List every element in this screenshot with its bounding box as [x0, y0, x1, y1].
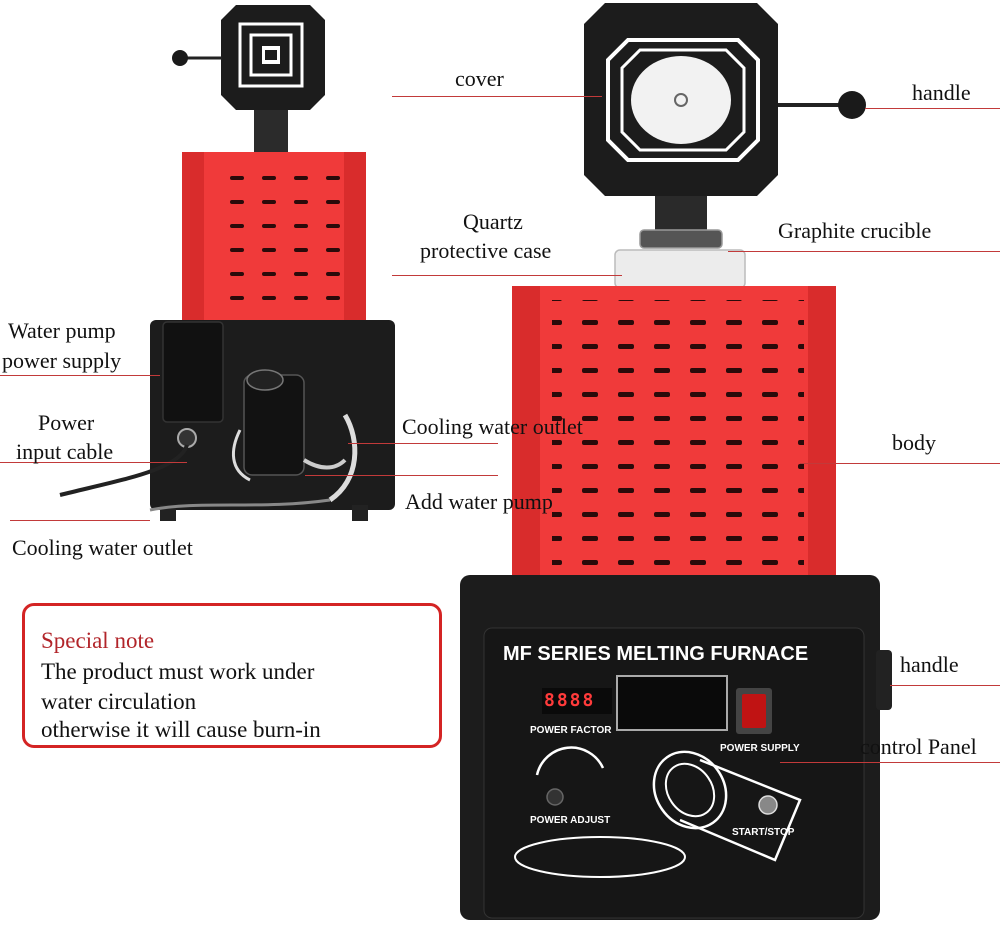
label-add-pump: Add water pump	[405, 489, 553, 514]
power-adjust-label: POWER ADJUST	[530, 815, 611, 826]
rear-neck	[254, 110, 288, 152]
leader-pump-power	[0, 375, 160, 376]
leader-power-input	[0, 462, 187, 463]
panel-ring	[514, 836, 686, 878]
leader-cover	[392, 96, 602, 97]
label-cover: cover	[455, 66, 504, 91]
leader-cooling-right	[348, 443, 498, 444]
label-handle-side: handle	[900, 652, 959, 677]
crucible-neck	[639, 196, 723, 249]
front-handle	[778, 91, 866, 119]
label-pump-power-1: Water pump	[8, 318, 116, 343]
rear-furnace	[59, 5, 395, 521]
power-connector	[177, 428, 197, 448]
leader-quartz	[392, 275, 622, 276]
label-quartz-1: Quartz	[463, 209, 523, 234]
power-factor-label: POWER FACTOR	[530, 725, 612, 736]
leader-control-panel	[780, 762, 1000, 763]
water-pump	[231, 369, 358, 503]
label-cooling-right: Cooling water outlet	[402, 414, 583, 439]
front-cover	[584, 3, 778, 196]
start-stop-graphic	[652, 750, 802, 862]
display-window	[616, 675, 728, 731]
outlet-hose	[149, 498, 331, 512]
leader-body	[800, 463, 1000, 464]
note-line-2: water circulation	[41, 689, 197, 714]
pump-power-box	[162, 321, 224, 423]
note-title: Special note	[41, 628, 155, 653]
front-furnace	[460, 3, 892, 920]
label-power-input-1: Power	[38, 410, 95, 435]
start-stop-label: START/STOP	[732, 827, 795, 838]
label-quartz-2: protective case	[420, 238, 552, 263]
led-display	[542, 688, 612, 714]
front-base	[460, 575, 892, 920]
power-cable	[59, 444, 189, 497]
special-note-box: Special note The product must work under…	[22, 603, 442, 748]
label-cooling-left: Cooling water outlet	[12, 535, 193, 560]
rear-body	[182, 152, 366, 332]
leader-graphite	[728, 251, 1000, 252]
rear-cover	[221, 5, 325, 110]
label-control-panel: control Panel	[860, 734, 977, 759]
label-power-input-2: input cable	[16, 439, 114, 464]
label-body: body	[892, 430, 936, 455]
note-line-3: otherwise it will cause burn-in	[41, 717, 321, 742]
rear-handle	[172, 50, 222, 66]
leader-handle-side	[890, 685, 1000, 686]
leader-add-pump	[305, 475, 498, 476]
leader-handle-top	[865, 108, 1000, 109]
power-knob	[535, 746, 605, 806]
panel-brand: MF SERIES MELTING FURNACE	[503, 643, 809, 665]
power-supply-label: POWER SUPPLY	[720, 743, 800, 754]
label-pump-power-2: power supply	[2, 348, 122, 373]
note-line-1: The product must work under	[41, 659, 315, 684]
label-handle-top: handle	[912, 80, 971, 105]
led-digits: 8888	[544, 690, 596, 711]
quartz-case	[614, 249, 746, 289]
leader-cooling-left	[10, 520, 150, 521]
front-body	[512, 286, 836, 592]
power-switch	[736, 688, 772, 734]
label-graphite: Graphite crucible	[778, 218, 932, 243]
